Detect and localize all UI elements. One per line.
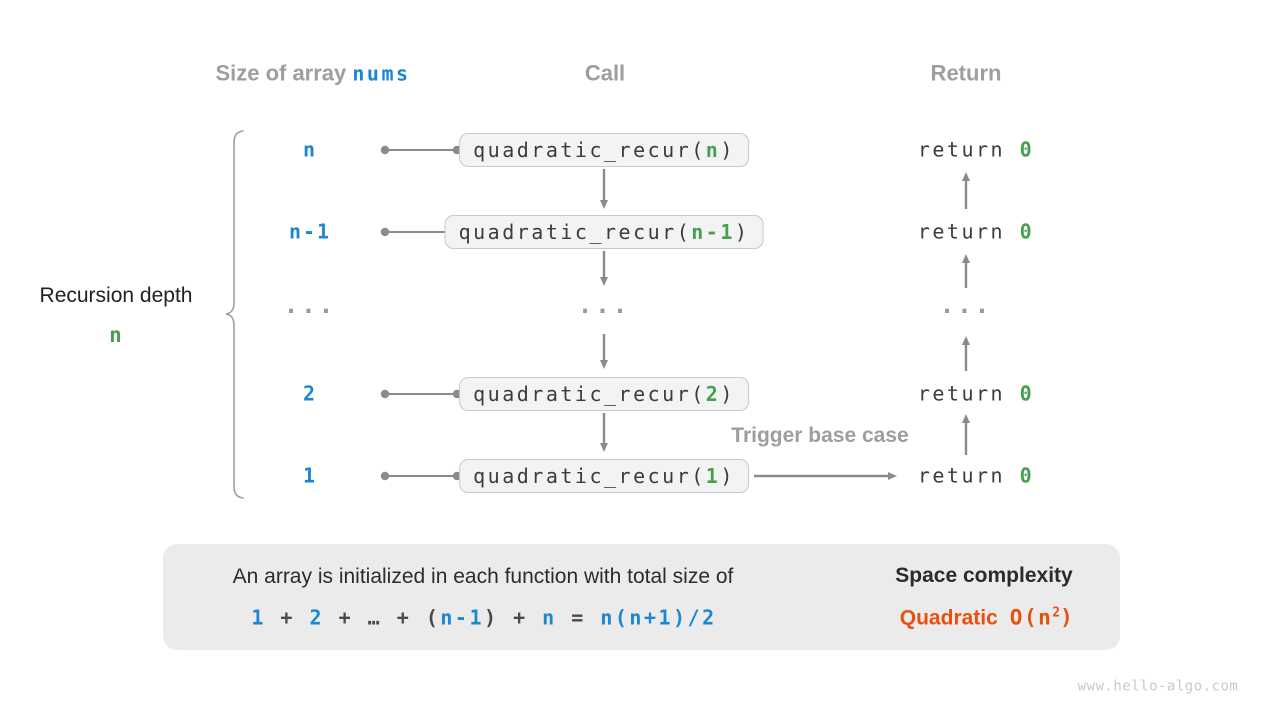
return-statement-n: return 0 — [918, 138, 1034, 163]
return-keyword: return — [917, 463, 1020, 488]
return-value: 0 — [1019, 219, 1035, 244]
call-fn-prefix: quadratic_recur( — [458, 220, 692, 244]
summary-formula: 1 + 2 + … + (n-1) + n = n(n+1)/2 — [251, 605, 717, 630]
summary-box — [163, 544, 1120, 650]
call-arg: 2 — [705, 382, 721, 406]
return-ellipsis: ... — [939, 291, 993, 319]
return-value: 0 — [1019, 137, 1035, 162]
size-connector-row1 — [380, 145, 462, 155]
size-label-n-1: n-1 — [288, 219, 332, 244]
size-ellipsis: ... — [283, 291, 337, 319]
call-box-1: quadratic_recur(1) — [459, 459, 749, 493]
call-fn-prefix: quadratic_recur( — [473, 464, 706, 488]
return-statement-n-1: return 0 — [918, 220, 1034, 245]
call-fn-suffix: ) — [720, 464, 735, 488]
big-o-close: ) — [1060, 605, 1075, 630]
header-size-of-array: Size of array nums — [215, 59, 410, 87]
call-fn-suffix: ) — [734, 220, 750, 244]
header-size-prefix: Size of array — [215, 60, 353, 86]
complexity-name: Quadratic — [899, 606, 998, 630]
recursion-depth-label: Recursion depth — [39, 283, 193, 307]
header-call: Call — [584, 60, 626, 86]
space-complexity-title: Space complexity — [895, 563, 1073, 587]
recursion-depth-brace — [225, 130, 244, 499]
call-fn-suffix: ) — [720, 382, 735, 406]
call-fn-suffix: ) — [720, 138, 735, 162]
size-label-2: 2 — [302, 381, 318, 406]
return-keyword: return — [917, 381, 1020, 406]
call-fn-prefix: quadratic_recur( — [473, 138, 706, 162]
big-o-notation: O(n2) — [1010, 605, 1074, 629]
trigger-base-case-label: Trigger base case — [731, 423, 909, 447]
header-return: Return — [930, 60, 1002, 86]
return-keyword: return — [917, 219, 1020, 244]
summary-description: An array is initialized in each function… — [232, 564, 734, 588]
watermark: www.hello-algo.com — [1077, 678, 1239, 695]
size-label-n: n — [302, 137, 318, 162]
return-value: 0 — [1019, 463, 1035, 488]
call-fn-prefix: quadratic_recur( — [473, 382, 706, 406]
header-size-code-nums: nums — [352, 61, 411, 86]
call-arg: n — [705, 138, 721, 162]
space-complexity-value: Quadratic O(n2) — [900, 604, 1074, 631]
call-arg: 1 — [705, 464, 721, 488]
return-keyword: return — [917, 137, 1020, 162]
call-arg: n-1 — [691, 220, 735, 244]
call-ellipsis: ... — [577, 291, 631, 319]
size-connector-row4 — [380, 389, 462, 399]
call-box-n: quadratic_recur(n) — [459, 133, 749, 167]
call-box-n-1: quadratic_recur(n-1) — [444, 215, 764, 249]
size-connector-row5 — [380, 471, 462, 481]
return-value: 0 — [1019, 381, 1035, 406]
recursion-depth-value: n — [109, 322, 123, 347]
big-o-exponent: 2 — [1052, 605, 1061, 621]
call-box-2: quadratic_recur(2) — [459, 377, 749, 411]
return-statement-1: return 0 — [918, 464, 1034, 489]
big-o-open: O(n — [1009, 605, 1053, 630]
size-label-1: 1 — [302, 463, 318, 488]
return-statement-2: return 0 — [918, 382, 1034, 407]
